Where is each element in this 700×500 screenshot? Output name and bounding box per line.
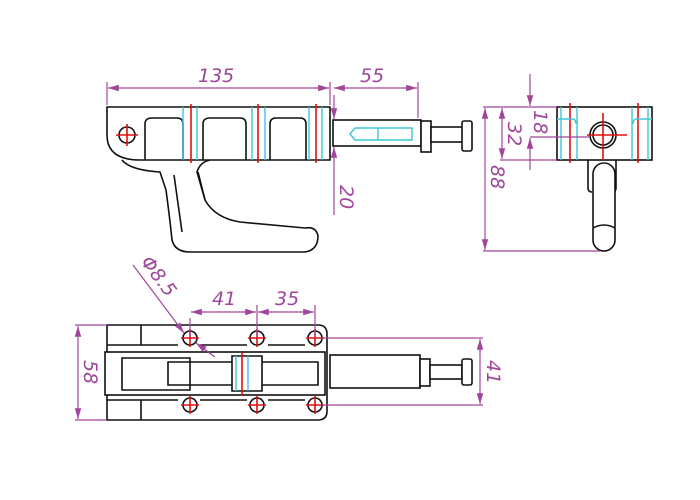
plunger-rod (332, 119, 422, 147)
end-body (556, 106, 653, 161)
hex-head (461, 120, 473, 152)
dim-hole-label: Φ8.5 (136, 252, 181, 301)
end-handle (592, 162, 616, 252)
screw (430, 126, 464, 143)
lock-nut (420, 120, 432, 153)
dim-offset-label: 20 (335, 185, 357, 209)
dim-pitch1-label: 41 (212, 288, 236, 310)
dim-stroke-label: 55 (360, 65, 384, 87)
dim-hole-span-label: 41 (482, 360, 504, 384)
top-view: 41 35 58 41 Φ8.5 (74, 252, 504, 421)
dim-body-label: 32 (503, 122, 525, 146)
body (106, 106, 331, 161)
dim-length-label: 135 (198, 65, 234, 87)
dim-pitch2-label: 35 (275, 288, 299, 310)
dim-center-label: 18 (529, 110, 551, 134)
slot (104, 351, 326, 396)
handle (121, 159, 319, 253)
dim-height-label: 88 (486, 165, 508, 189)
end-view: 88 32 18 (481, 74, 653, 252)
dim-width-label: 58 (79, 360, 101, 384)
side-view: 135 55 20 (106, 65, 473, 253)
